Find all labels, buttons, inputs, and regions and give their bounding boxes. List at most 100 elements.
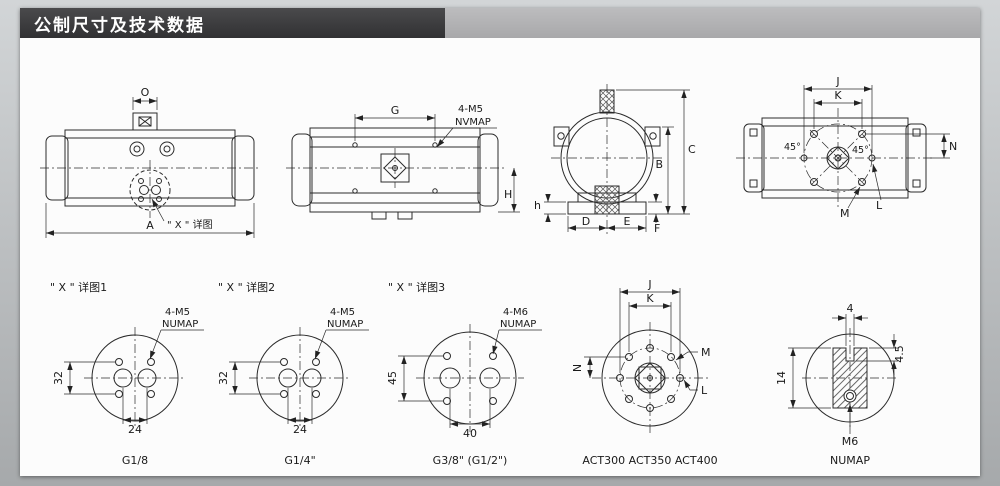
detail3-dim-v: 45 — [386, 371, 399, 385]
bolt-hole — [858, 178, 866, 186]
flange-dim-l: L — [701, 384, 708, 397]
bolt-hole — [868, 154, 876, 162]
detail2-caption: G1/4" — [284, 454, 315, 467]
mount-hole — [432, 188, 438, 194]
air-port — [479, 367, 501, 389]
detail3-thread-label: 4-M6 — [503, 307, 528, 318]
right-end-cap — [231, 135, 255, 201]
right-lug — [644, 126, 661, 147]
air-port-block — [132, 112, 158, 131]
shaft-dim-right: 4.5 — [893, 345, 906, 363]
thread-hole-m6 — [843, 389, 857, 403]
shaft-profile — [832, 347, 868, 409]
shaft-detail-view: 4 4.5 14 M6 NUMAP — [775, 302, 906, 467]
bolt-hole — [800, 154, 808, 162]
dim-c-label: C — [688, 143, 696, 156]
bolt-hole — [810, 130, 818, 138]
dim-n-label: N — [949, 140, 957, 153]
dim-l-label: L — [876, 199, 883, 212]
detail1-title: " X " 详图1 — [50, 280, 107, 294]
detail2-dim-v: 32 — [217, 371, 230, 385]
shaft-dim-top: 4 — [847, 302, 854, 315]
dim-f-label: F — [654, 222, 660, 235]
dim-o-label: O — [141, 86, 150, 99]
end-view: B C h D E F — [534, 84, 696, 235]
bottom-port — [397, 211, 413, 220]
bolt-hole — [646, 344, 654, 352]
detail-view-2: " X " 详图2 4-M5 NUMAP 32 24 G1/4" — [217, 280, 369, 467]
mount-hole — [352, 142, 358, 148]
dim-b-label: B — [655, 158, 663, 171]
thread-callout-label: 4-M5 — [458, 104, 483, 115]
center-column — [594, 185, 620, 215]
bolt-hole — [667, 395, 675, 403]
bolt-hole — [667, 353, 675, 361]
thread-hole — [115, 390, 123, 398]
thread-hole — [147, 390, 155, 398]
dim-k-label: K — [834, 89, 842, 102]
flange-dim-m: M — [701, 346, 711, 359]
thread-hole — [489, 397, 497, 405]
detail2-thread-label: 4-M5 — [330, 307, 355, 318]
detail-view-3: " X " 详图3 4-M6 NUMAP 45 40 G3/8" (G1/2") — [386, 280, 542, 467]
detail-view-1: " X " 详图1 4-M5 NUMAP 32 24 G1/ — [50, 280, 204, 467]
flange-detail-view: J K N M L ACT300 ACT350 ACT400 — [571, 278, 718, 467]
detail1-thread-name: NUMAP — [162, 319, 198, 330]
top-view: J K N 45° 45° M L — [736, 75, 957, 220]
detail3-dim-h: 40 — [463, 427, 477, 440]
thread-callout-name: NVMAP — [455, 117, 491, 128]
flange-dim-n: N — [571, 364, 584, 372]
dim-e-label: E — [624, 215, 631, 228]
detail1-thread-label: 4-M5 — [165, 307, 190, 318]
left-end-cap — [45, 135, 69, 201]
angle-45-label: 45° — [784, 142, 801, 153]
port-hole — [159, 141, 175, 157]
side-view: G 4-M5 NVMAP H — [286, 104, 520, 220]
dim-a-label: A — [146, 219, 154, 232]
detail3-title: " X " 详图3 — [388, 280, 445, 294]
left-end-cap — [743, 123, 765, 193]
dim-g-label: G — [391, 104, 400, 117]
bolt-hole — [625, 353, 633, 361]
drive-square — [380, 153, 410, 183]
angle-45-label: 45° — [852, 145, 869, 156]
top-shaft — [599, 89, 615, 114]
title-bar-extension — [445, 8, 980, 38]
flange-caption: ACT300 ACT350 ACT400 — [582, 454, 717, 467]
bolt-hole — [616, 374, 624, 382]
flange-dim-j: J — [647, 278, 651, 291]
bolt-hole — [625, 395, 633, 403]
dim-m-label: M — [840, 207, 850, 220]
drawing-sheet — [20, 8, 980, 476]
detail3-thread-name: NUMAP — [500, 319, 536, 330]
bolt-hole — [858, 130, 866, 138]
air-port — [137, 368, 157, 388]
title-bar: 公制尺寸及技术数据 — [20, 8, 445, 38]
left-lug — [553, 126, 570, 147]
cap-screw — [912, 179, 921, 188]
shaft-dim-left: 14 — [775, 371, 788, 385]
dim-j-label: J — [835, 75, 839, 88]
air-port — [113, 368, 133, 388]
right-end-cap — [477, 133, 499, 207]
page-title: 公制尺寸及技术数据 — [34, 15, 205, 36]
shaft-thread-label: M6 — [842, 435, 859, 448]
bolt-hole — [676, 374, 684, 382]
actuator-body-side — [309, 127, 481, 213]
shaft-caption: NUMAP — [830, 454, 870, 467]
cap-screw — [749, 128, 758, 137]
flange-circle — [601, 329, 699, 427]
air-port — [439, 367, 461, 389]
dim-h-small-label: h — [534, 199, 541, 212]
dim-h-label: H — [504, 188, 512, 201]
thread-hole — [443, 352, 451, 360]
detail-x-ref-label: " X " 详图 — [167, 218, 213, 231]
flange-dim-k: K — [646, 292, 654, 305]
thread-hole — [312, 390, 320, 398]
thread-hole — [115, 358, 123, 366]
port-hole — [129, 141, 145, 157]
cap-screw — [912, 128, 921, 137]
bolt-circle — [803, 123, 873, 193]
